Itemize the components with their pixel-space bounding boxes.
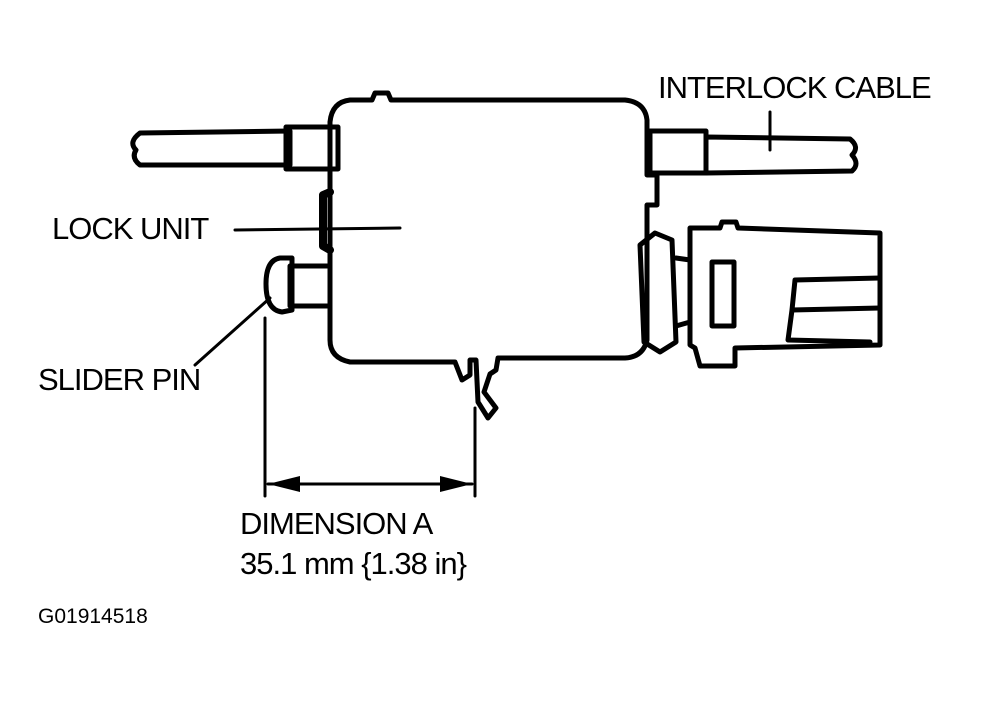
dimension-arrowheads xyxy=(268,476,472,492)
slider-pin xyxy=(263,255,333,315)
connector-assembly xyxy=(637,219,883,369)
figure-code: G01914518 xyxy=(38,605,148,628)
dimension-value: 35.1 mm {1.38 in} xyxy=(240,546,467,581)
dimension-title: DIMENSION A xyxy=(240,506,433,541)
dimension-a-marker xyxy=(263,316,477,498)
slider-pin-label: SLIDER PIN xyxy=(38,362,201,397)
interlock-cable-label: INTERLOCK CABLE xyxy=(658,70,932,105)
lock-unit-body xyxy=(327,90,660,421)
lock-unit-label: LOCK UNIT xyxy=(52,211,209,246)
side-tab xyxy=(319,188,334,254)
leader-lines xyxy=(193,110,772,367)
left-cable xyxy=(130,124,341,172)
interlock-cable xyxy=(647,128,859,176)
